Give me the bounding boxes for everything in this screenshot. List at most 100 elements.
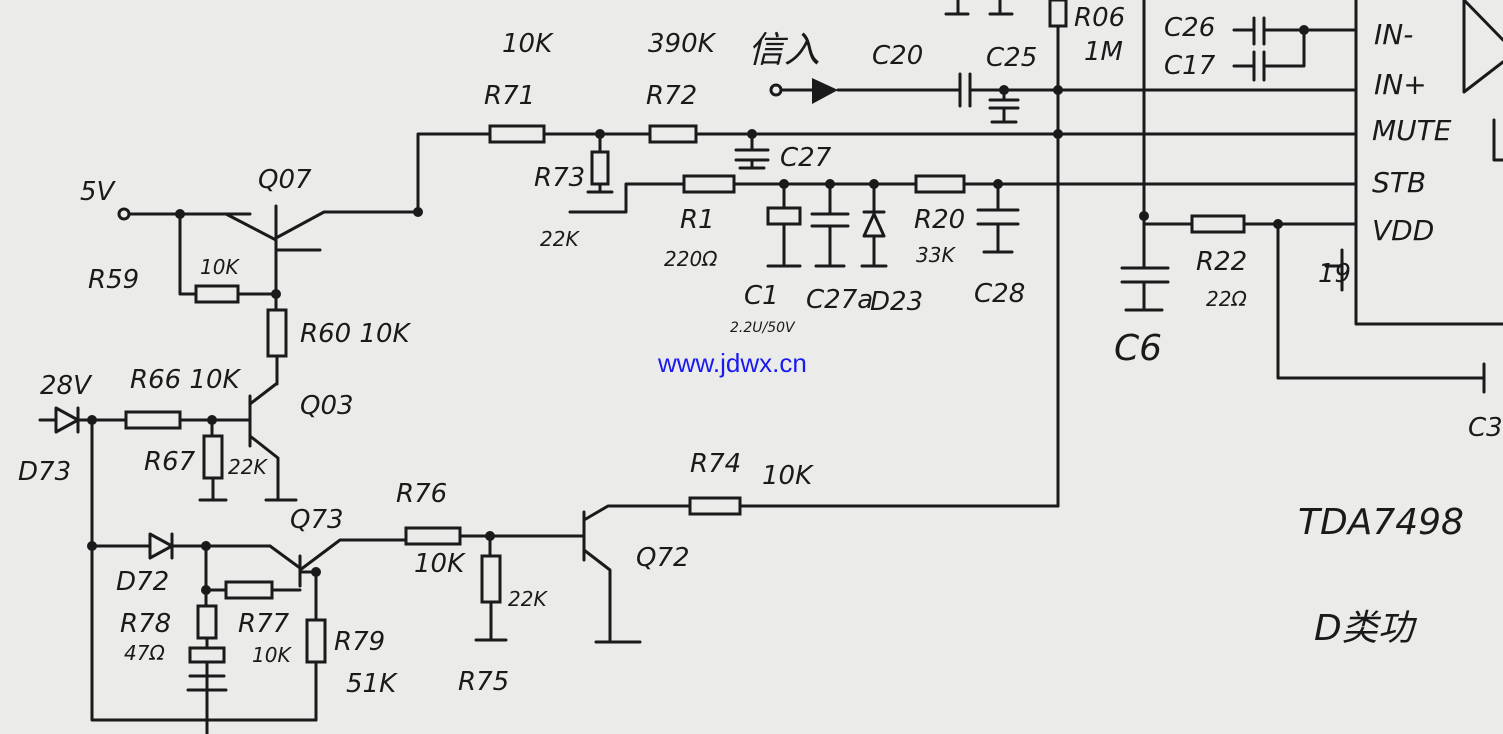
- resistor-r72: [648, 124, 698, 144]
- label-caption: D类功: [1314, 608, 1418, 649]
- capacitor-c28: [976, 182, 1020, 254]
- ic-pin-stb: STB: [1372, 166, 1426, 199]
- q73-section: [87, 496, 1060, 734]
- label-q03: Q03: [300, 391, 354, 421]
- label-r60: R60 10K: [300, 319, 411, 349]
- diode-d72: [148, 532, 174, 560]
- label-d72: D72: [116, 567, 169, 597]
- capacitor-c3: [1276, 222, 1486, 394]
- resistor-r67: [202, 434, 224, 480]
- resistor-r75: [480, 554, 502, 604]
- capacitor-c1: [766, 206, 802, 226]
- label-c17: C17: [1164, 51, 1216, 81]
- resistor-r22: [1190, 214, 1246, 234]
- label-q07: Q07: [258, 165, 312, 195]
- input-section: [769, 0, 1503, 394]
- capacitor-c25: [988, 88, 1020, 124]
- label-r06-value: 1M: [1084, 37, 1123, 67]
- label-d23: D23: [870, 287, 923, 317]
- label-r1-value: 220Ω: [664, 247, 718, 271]
- label-r74-value: 10K: [762, 461, 814, 491]
- label-r72-value: 390K: [648, 29, 717, 59]
- label-r76-value: 10K: [414, 549, 466, 579]
- label-r59-value: 10K: [200, 255, 240, 279]
- transistor-q73: [268, 544, 302, 570]
- label-r22: R22: [1196, 247, 1247, 277]
- resistor-r06: [1048, 0, 1068, 28]
- capacitor-c27a: [810, 182, 850, 268]
- ic-pin-mute: MUTE: [1372, 114, 1452, 147]
- label-q73: Q73: [290, 505, 344, 535]
- ic-amp-symbol: [1462, 0, 1503, 94]
- label-r71: R71: [484, 81, 535, 111]
- label-r67: R67: [144, 447, 196, 477]
- labels-layer: 5V Q07 R59 10K R60 10K Q03 28V R66 10K D…: [18, 3, 1503, 699]
- label-r76: R76: [396, 479, 447, 509]
- label-c20: C20: [872, 41, 923, 71]
- resistor-r77: [224, 580, 274, 600]
- input-arrow: [812, 78, 838, 104]
- resistor-r20: [914, 174, 966, 194]
- resistor-r74: [688, 496, 742, 516]
- label-input: 信入: [748, 30, 820, 71]
- label-r79: R79: [334, 627, 385, 657]
- label-r78: R78: [120, 609, 171, 639]
- label-r72: R72: [646, 81, 697, 111]
- label-c28: C28: [974, 279, 1025, 309]
- zener-d23: [862, 212, 886, 238]
- label-r20-value: 33K: [916, 243, 956, 267]
- supply-5v-section: [117, 204, 420, 386]
- label-r75: R75: [458, 667, 509, 697]
- resistor-r60: [266, 308, 288, 358]
- label-28v: 28V: [40, 371, 93, 401]
- label-c27: C27: [780, 143, 832, 173]
- capacitor-c20: [836, 72, 1356, 108]
- watermark-text: www.jdwx.cn: [657, 348, 807, 378]
- label-r78-value: 47Ω: [124, 641, 165, 665]
- label-c3: C3: [1468, 413, 1503, 443]
- capacitor-c27: [734, 132, 770, 170]
- transistor-q07-emitter: [224, 212, 278, 242]
- label-r66: R66 10K: [130, 365, 241, 395]
- resistor-r71: [488, 124, 546, 144]
- label-r79-value: 51K: [346, 669, 398, 699]
- label-r67-value: 22K: [228, 455, 268, 479]
- ic-tda7498-body: [1354, 0, 1503, 326]
- capacitor-c6: [1120, 214, 1170, 312]
- ic-pin-vdd: VDD: [1372, 214, 1434, 247]
- resistor-r1: [682, 174, 736, 194]
- resistor-r76: [404, 526, 462, 546]
- capacitor-c26: [1232, 16, 1356, 46]
- label-r75-value: 22K: [508, 587, 548, 611]
- label-r22-value: 22Ω: [1206, 287, 1247, 311]
- label-r74: R74: [690, 449, 741, 479]
- label-pin-19: 19: [1318, 259, 1351, 289]
- label-r06: R06: [1074, 3, 1125, 33]
- capacitor-r78-series: [188, 646, 226, 664]
- label-c27a: C27a: [806, 285, 873, 315]
- label-r73-value: 22K: [540, 227, 580, 251]
- resistor-r79: [305, 618, 327, 664]
- label-c1: C1: [744, 281, 779, 311]
- supply-28v-section: [38, 382, 318, 722]
- label-r71-value: 10K: [502, 29, 554, 59]
- label-c26: C26: [1164, 13, 1215, 43]
- label-q72: Q72: [636, 543, 690, 573]
- ic-pin-in-minus: IN-: [1374, 18, 1413, 51]
- resistor-r59: [194, 284, 240, 304]
- label-r59: R59: [88, 265, 139, 295]
- ic-pin-19-mark: [1324, 248, 1344, 292]
- resistor-r78: [196, 604, 218, 640]
- label-r20: R20: [914, 205, 965, 235]
- label-d73: D73: [18, 457, 71, 487]
- label-r77-value: 10K: [252, 643, 292, 667]
- ic-pin-in-plus: IN+: [1374, 68, 1427, 101]
- label-ic-name: TDA7498: [1298, 502, 1464, 543]
- resistor-r66: [124, 410, 182, 430]
- label-c25: C25: [986, 43, 1037, 73]
- capacitor-c-top: [944, 0, 1014, 16]
- label-c6: C6: [1114, 328, 1162, 369]
- resistor-r73: [590, 150, 610, 186]
